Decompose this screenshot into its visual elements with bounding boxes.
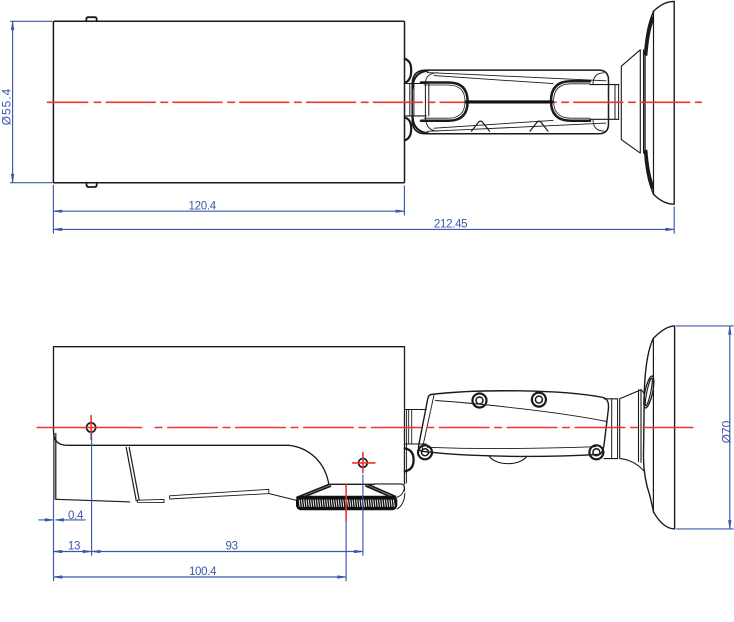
svg-text:Ø70: Ø70 xyxy=(720,420,734,443)
svg-text:13: 13 xyxy=(68,540,80,552)
svg-text:0.4: 0.4 xyxy=(68,510,84,522)
svg-text:212.45: 212.45 xyxy=(434,219,467,231)
svg-text:Ø55.4: Ø55.4 xyxy=(0,88,13,126)
svg-text:120.4: 120.4 xyxy=(189,200,217,212)
svg-text:100.4: 100.4 xyxy=(189,566,217,578)
svg-text:93: 93 xyxy=(225,541,237,553)
